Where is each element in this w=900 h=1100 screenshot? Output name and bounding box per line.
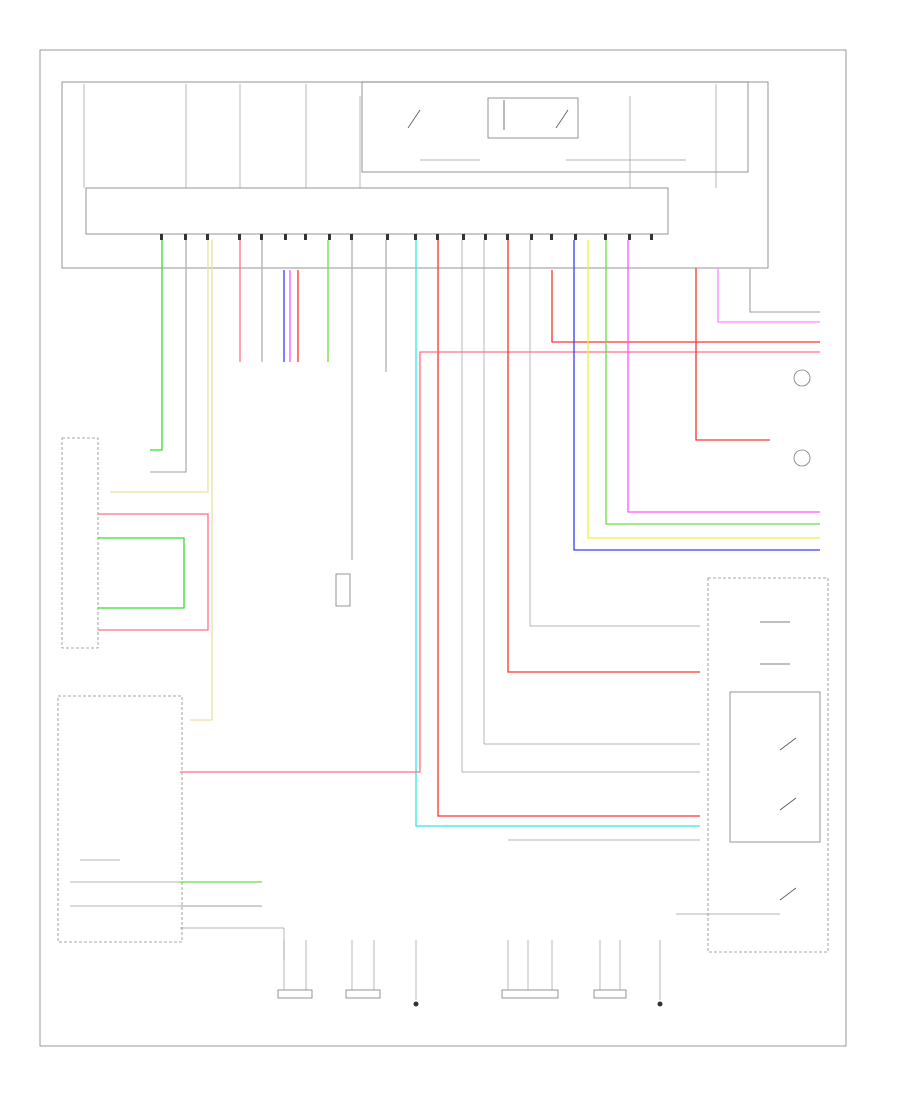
relay-box (361, 81, 749, 173)
motor-right-rear-icon (793, 449, 811, 467)
fuse-feeds (83, 84, 717, 188)
wire-cyan (415, 240, 700, 827)
relay-inner-box (487, 97, 579, 139)
door-switch-box (707, 577, 829, 953)
meter-lines (70, 859, 285, 960)
wire-gray-right (461, 240, 700, 773)
wire-right-group (551, 240, 820, 551)
left-switch-module (61, 437, 99, 649)
wire-pink-loop (98, 513, 209, 631)
wire-red-door (507, 240, 700, 673)
wire-green-left (150, 240, 163, 451)
connector-pins (160, 234, 653, 240)
door-inner-box (729, 691, 821, 843)
diagram-frame (39, 49, 847, 1047)
wire-pink-red (239, 240, 263, 362)
door-switches (760, 621, 797, 901)
wire-red-long (437, 240, 700, 817)
bottom-grounds (277, 940, 663, 1007)
wire-gray-mid (351, 240, 387, 560)
wire-blue-group (283, 240, 329, 362)
wire-tan (110, 240, 213, 721)
relay-switches (407, 100, 686, 161)
motor-right-front-icon (793, 369, 811, 387)
control-unit-box (61, 81, 769, 269)
sensor-symbol (335, 573, 351, 607)
wire-pink-cross (180, 351, 820, 773)
wire-green-loop (98, 537, 185, 609)
connector-block (85, 187, 669, 235)
wire-gray-a (150, 240, 187, 473)
combination-meter (57, 695, 183, 943)
